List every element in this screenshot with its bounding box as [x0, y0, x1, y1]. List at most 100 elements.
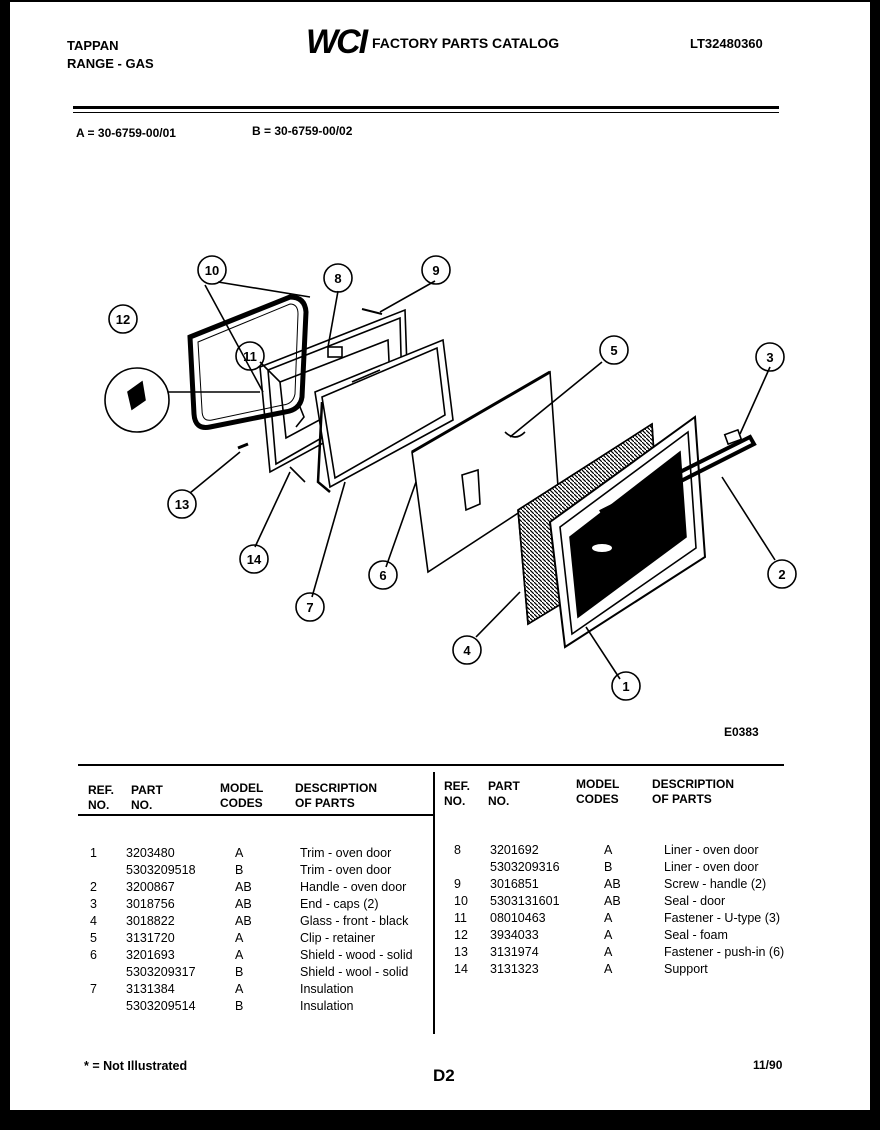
part-description: Trim - oven door [300, 863, 392, 877]
model-code: B [235, 965, 244, 979]
callout-3-circle [755, 342, 785, 372]
callout-10-circle [197, 255, 227, 285]
part-description: End - caps (2) [300, 897, 379, 911]
part-number: 5303209317 [126, 965, 196, 979]
part-ref-number: 11 [454, 911, 467, 925]
part-number: 5303209316 [490, 860, 560, 874]
callout-5-circle [599, 335, 629, 365]
callout-14-label: 14 [247, 552, 262, 567]
variant-a: A = 30-6759-00/01 [76, 126, 176, 140]
callout-7-circle [295, 592, 325, 622]
callout-12-label: 12 [116, 312, 130, 327]
catalog-title: FACTORY PARTS CATALOG [372, 35, 560, 51]
part-description: Trim - oven door [300, 846, 392, 860]
callout-9-label: 9 [432, 263, 439, 278]
product-type: RANGE - GAS [67, 56, 154, 71]
seal-foam-detail-circle [104, 367, 170, 433]
part-description: Support [664, 962, 708, 976]
model-code: A [604, 911, 613, 925]
callout-3-label: 3 [766, 350, 773, 365]
part-ref-number: 3 [90, 897, 97, 911]
seal-foam-piece [127, 380, 146, 411]
part-ref-number: 5 [90, 931, 97, 945]
part-number: 5303209514 [126, 999, 196, 1013]
part-description: Fastener - U-type (3) [664, 911, 781, 925]
part-number: 3016851 [490, 877, 539, 891]
callout-14-circle [239, 544, 269, 574]
part-description: Shield - wood - solid [300, 948, 413, 962]
part-number: 3131384 [126, 982, 175, 996]
header-rule-bottom [73, 112, 779, 113]
callout-9-circle [421, 255, 451, 285]
part-number: 3934033 [490, 928, 539, 942]
part-ref-number: 6 [90, 948, 97, 962]
part-description: Seal - foam [664, 928, 728, 942]
callout-11-label: 11 [243, 349, 257, 364]
callout-7-label: 7 [306, 600, 313, 615]
callout-1-circle [611, 671, 641, 701]
part-ref-number: 7 [90, 982, 97, 996]
header-ref-right: REF.NO. [444, 779, 471, 808]
model-code: A [235, 948, 244, 962]
end-cap [723, 428, 743, 446]
brand-name: TAPPAN [67, 38, 119, 53]
callout-2-circle [767, 559, 797, 589]
callout-13-label: 13 [175, 497, 189, 512]
page-number: D2 [433, 1066, 455, 1085]
diagram-code: E0383 [724, 725, 759, 739]
callout-2-label: 2 [778, 567, 785, 582]
table-column-divider [433, 772, 435, 1034]
callout-8-circle [323, 263, 353, 293]
callout-6-circle [368, 560, 398, 590]
model-code: B [235, 863, 244, 877]
part-description: Fastener - push-in (6) [664, 945, 785, 959]
wci-logo: WCI [306, 23, 368, 61]
callout-1-label: 1 [622, 679, 629, 694]
table-header-rule-left [78, 814, 433, 816]
part-ref-number: 13 [454, 945, 468, 959]
part-ref-number: 14 [454, 962, 468, 976]
revision-date: 11/90 [753, 1058, 783, 1072]
part-ref-number: 9 [454, 877, 461, 891]
callout-5-label: 5 [610, 343, 617, 358]
header-ref-left: REF.NO. [88, 783, 115, 812]
model-code: B [235, 999, 244, 1013]
model-code: A [235, 982, 244, 996]
part-ref-number: 10 [454, 894, 468, 908]
door-seal-gasket [187, 294, 309, 430]
part-number: 3018756 [126, 897, 175, 911]
callout-10-label: 10 [205, 263, 219, 278]
model-code: A [604, 962, 613, 976]
model-number: LT32480360 [690, 36, 763, 51]
model-code: A [604, 843, 613, 857]
part-ref-number: 2 [90, 880, 97, 894]
part-number: 3203480 [126, 846, 175, 860]
callout-12-circle [108, 304, 138, 334]
part-description: Insulation [300, 999, 354, 1013]
part-description: Glass - front - black [300, 914, 409, 928]
callout-4-circle [452, 635, 482, 665]
callout-13-circle [167, 489, 197, 519]
callout-6-label: 6 [379, 568, 386, 583]
model-code: B [604, 860, 613, 874]
callout-8-label: 8 [334, 271, 341, 286]
part-description: Seal - door [664, 894, 726, 908]
part-number: 5303209518 [126, 863, 196, 877]
part-number: 08010463 [490, 911, 546, 925]
model-code: A [235, 846, 244, 860]
part-number: 3131720 [126, 931, 175, 945]
model-code: A [604, 945, 613, 959]
exploded-parts-diagram: 1 2 3 4 5 6 7 8 9 10 11 12 13 14 [104, 255, 797, 701]
table-top-rule [78, 764, 784, 766]
model-code: AB [235, 914, 252, 928]
part-description: Shield - wool - solid [300, 965, 409, 979]
part-description: Screw - handle (2) [664, 877, 767, 891]
screw-handle [361, 308, 383, 315]
part-ref-number: 12 [454, 928, 468, 942]
model-code: AB [604, 894, 621, 908]
part-description: Clip - retainer [300, 931, 376, 945]
